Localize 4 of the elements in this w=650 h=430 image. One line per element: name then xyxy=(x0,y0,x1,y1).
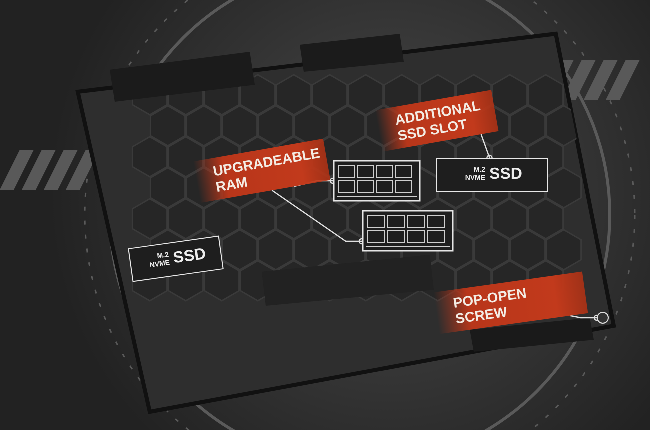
leader-line xyxy=(570,314,600,322)
ssd-label: SSD xyxy=(490,166,522,184)
ssd-label: SSD xyxy=(172,246,208,268)
ssd-drawing xyxy=(436,158,548,192)
